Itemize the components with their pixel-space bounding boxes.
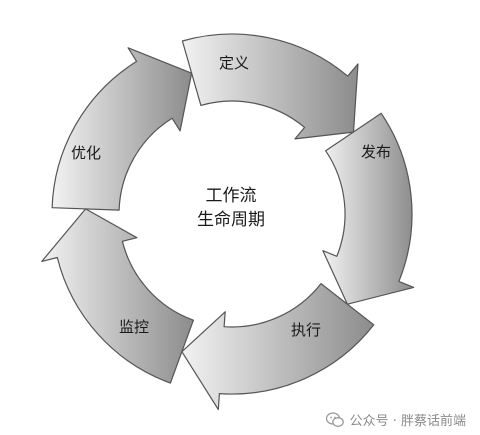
center-title-line2: 生命周期 <box>197 210 265 230</box>
arrow-publish <box>322 112 415 305</box>
stage-label-monitor: 监控 <box>119 318 149 336</box>
stage-label-publish: 发布 <box>361 143 391 161</box>
wechat-icon <box>325 411 344 427</box>
stage-label-optimize: 优化 <box>71 144 101 162</box>
center-title-line1: 工作流 <box>206 186 257 206</box>
cycle-arrows <box>41 33 415 411</box>
stage-label-execute: 执行 <box>291 321 321 339</box>
arrow-monitor <box>41 208 194 384</box>
watermark: 公众号 · 胖蔡话前端 <box>325 410 466 429</box>
arrow-execute <box>181 283 375 411</box>
arrow-optimize <box>51 47 193 211</box>
stage-label-define: 定义 <box>219 54 249 72</box>
arrow-define <box>181 33 359 140</box>
watermark-text: 公众号 · 胖蔡话前端 <box>349 414 466 429</box>
